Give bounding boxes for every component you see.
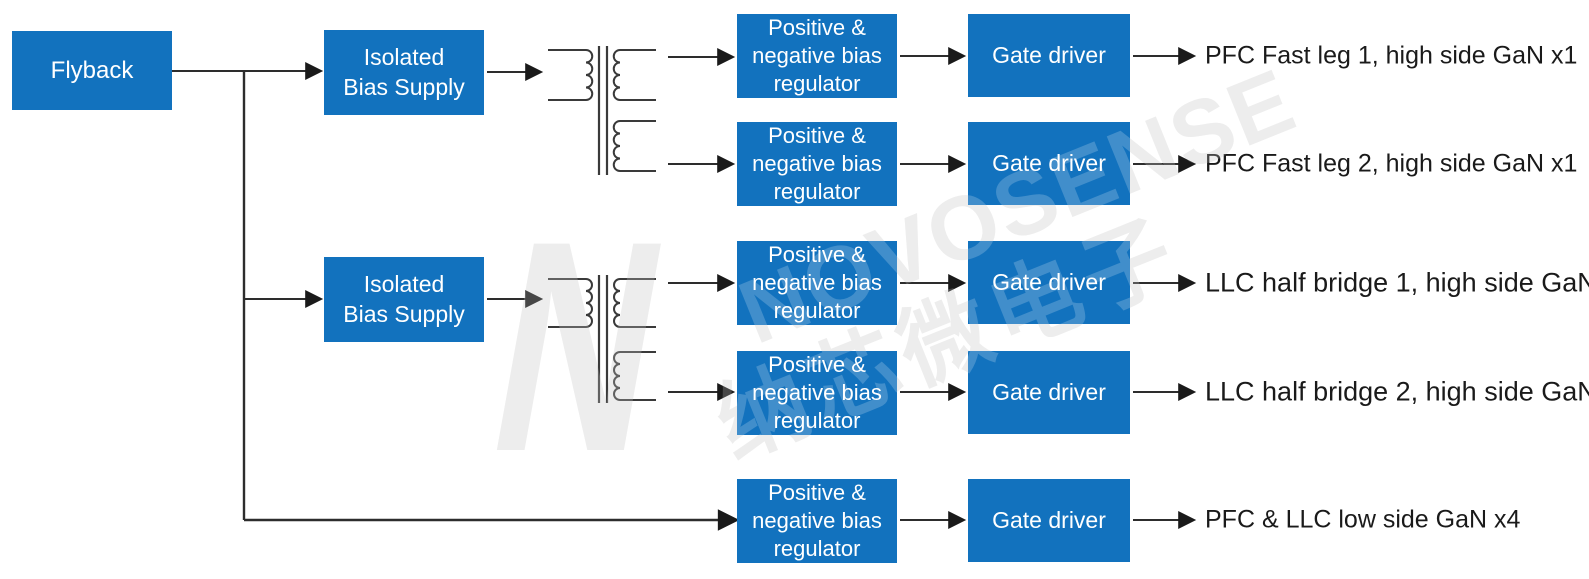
regulator1-line3: regulator <box>773 70 861 96</box>
output-label-2: PFC Fast leg 2, high side GaN x1 <box>1205 149 1578 178</box>
gate-driver-4-block: Gate driver <box>968 351 1130 434</box>
gate-driver-1-label: Gate driver <box>992 42 1106 69</box>
transformer1-icon <box>548 46 656 175</box>
gate-driver-5-label: Gate driver <box>992 507 1106 534</box>
gate-driver-2-label: Gate driver <box>992 150 1106 177</box>
gate-driver-5-block: Gate driver <box>968 479 1130 562</box>
gate-driver-1-block: Gate driver <box>968 14 1130 97</box>
ibs2-line2: Bias Supply <box>343 300 465 327</box>
gate-driver-3-label: Gate driver <box>992 269 1106 296</box>
gate-driver-4-label: Gate driver <box>992 379 1106 406</box>
regulator4-line2: negative bias <box>752 380 882 406</box>
ibs1-line2: Bias Supply <box>343 73 465 100</box>
bias-regulator-2-block: Positive & negative bias regulator <box>737 122 897 206</box>
regulator2-line1: Positive & <box>768 123 866 149</box>
gate-driver-3-block: Gate driver <box>968 241 1130 324</box>
gate-driver-2-block: Gate driver <box>968 122 1130 205</box>
bias-regulator-3-block: Positive & negative bias regulator <box>737 241 897 325</box>
regulator3-line2: negative bias <box>752 270 882 296</box>
isolated-bias-supply-2-block: Isolated Bias Supply <box>324 257 484 342</box>
regulator2-line2: negative bias <box>752 151 882 177</box>
flyback-label: Flyback <box>50 56 134 84</box>
regulator4-line1: Positive & <box>768 352 866 378</box>
regulator1-line2: negative bias <box>752 43 882 69</box>
regulator5-line3: regulator <box>773 535 861 561</box>
regulator3-line1: Positive & <box>768 242 866 268</box>
output-label-1: PFC Fast leg 1, high side GaN x1 <box>1205 41 1578 70</box>
output-label-5: PFC & LLC low side GaN x4 <box>1205 505 1521 534</box>
ibs2-line1: Isolated <box>363 271 445 298</box>
flyback-block: Flyback <box>12 31 172 110</box>
regulator5-line1: Positive & <box>768 480 866 506</box>
output-label-4: LLC half bridge 2, high side GaN x1 <box>1205 376 1589 407</box>
bias-regulator-4-block: Positive & negative bias regulator <box>737 351 897 435</box>
regulator4-line3: regulator <box>773 407 861 433</box>
output-label-3: LLC half bridge 1, high side GaN x1 <box>1205 267 1589 298</box>
regulator1-line1: Positive & <box>768 15 866 41</box>
regulator3-line3: regulator <box>773 297 861 323</box>
bias-regulator-5-block: Positive & negative bias regulator <box>737 479 897 563</box>
regulator5-line2: negative bias <box>752 508 882 534</box>
isolated-bias-supply-1-block: Isolated Bias Supply <box>324 30 484 115</box>
transformer2-icon <box>548 275 656 403</box>
bias-regulator-1-block: Positive & negative bias regulator <box>737 14 897 98</box>
regulator2-line3: regulator <box>773 178 861 204</box>
ibs1-line1: Isolated <box>363 44 445 71</box>
